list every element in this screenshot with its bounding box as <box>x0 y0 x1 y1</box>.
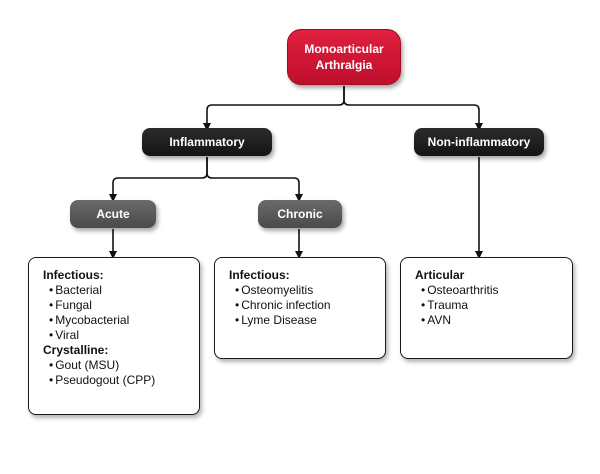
root-node-monoarticular-arthralgia: Monoarticular Arthralgia <box>287 29 401 85</box>
section-heading: Crystalline: <box>43 343 109 357</box>
edge-root-inflammatory <box>203 86 345 131</box>
node-non-inflammatory: Non-inflammatory <box>414 128 544 156</box>
root-line-2: Arthralgia <box>315 58 373 72</box>
list-item: Mycobacterial <box>49 313 191 328</box>
node-inflammatory: Inflammatory <box>142 128 272 156</box>
chronic-causes-box: Infectious: Osteomyelitis Chronic infect… <box>214 257 386 359</box>
node-acute-label: Acute <box>96 207 130 221</box>
node-non-inflammatory-label: Non-inflammatory <box>427 135 531 149</box>
list-item: Fungal <box>49 298 191 313</box>
edge-root-noninflammatory <box>343 86 483 131</box>
acute-crystalline-list: Gout (MSU) Pseudogout (CPP) <box>43 358 191 388</box>
list-item: Trauma <box>421 298 564 313</box>
acute-causes-box: Infectious: Bacterial Fungal Mycobacteri… <box>28 257 200 415</box>
list-item: Viral <box>49 328 191 343</box>
node-chronic: Chronic <box>258 200 342 228</box>
list-item: Pseudogout (CPP) <box>49 373 191 388</box>
list-item: AVN <box>421 313 564 328</box>
edge-inflammatory-acute <box>109 157 208 202</box>
root-line-1: Monoarticular <box>304 42 384 56</box>
list-item: Chronic infection <box>235 298 377 313</box>
articular-list: Osteoarthritis Trauma AVN <box>415 283 564 328</box>
non-inflammatory-causes-box: Articular Osteoarthritis Trauma AVN <box>400 257 573 359</box>
section-heading: Articular <box>415 268 465 282</box>
acute-infectious-list: Bacterial Fungal Mycobacterial Viral <box>43 283 191 343</box>
edge-inflammatory-chronic <box>206 157 303 202</box>
section-heading: Infectious: <box>43 268 104 282</box>
node-inflammatory-label: Inflammatory <box>169 135 245 149</box>
list-item: Bacterial <box>49 283 191 298</box>
node-acute: Acute <box>70 200 156 228</box>
node-chronic-label: Chronic <box>277 207 323 221</box>
list-item: Osteoarthritis <box>421 283 564 298</box>
list-item: Gout (MSU) <box>49 358 191 373</box>
list-item: Osteomyelitis <box>235 283 377 298</box>
section-heading: Infectious: <box>229 268 290 282</box>
chronic-infectious-list: Osteomyelitis Chronic infection Lyme Dis… <box>229 283 377 328</box>
list-item: Lyme Disease <box>235 313 377 328</box>
